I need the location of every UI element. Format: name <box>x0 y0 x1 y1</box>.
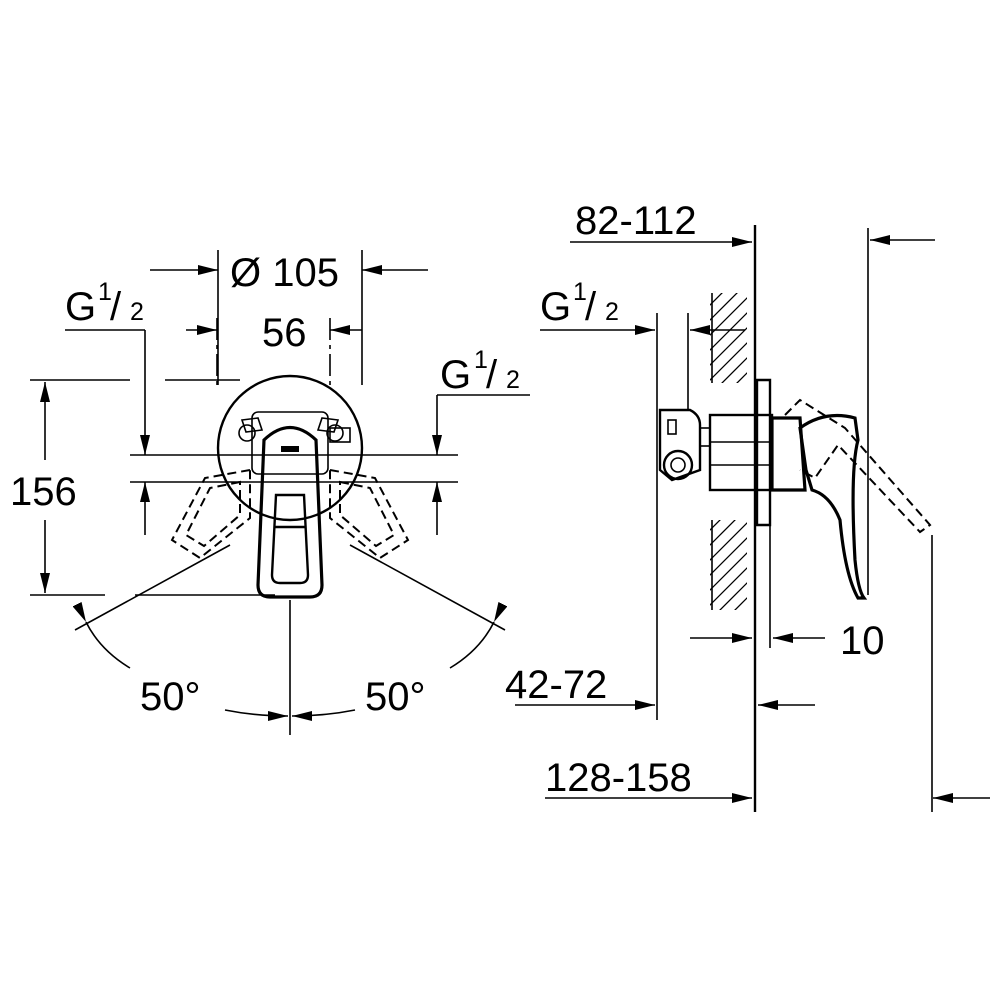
thread-side-callout: G 1 / 2 <box>540 278 745 335</box>
thread-side-den: 2 <box>605 298 619 326</box>
depth-label: 42-72 <box>505 663 607 707</box>
wall-thickness-label: 10 <box>840 619 885 663</box>
handle-rotated-right <box>329 468 410 560</box>
height-label: 156 <box>10 470 77 514</box>
thread-side-base: G <box>540 285 571 329</box>
svg-text:/: / <box>486 353 498 397</box>
lever-handle <box>256 426 324 599</box>
svg-text:/: / <box>585 285 597 329</box>
handle-rotated-left <box>170 468 251 560</box>
svg-text:/: / <box>110 285 122 329</box>
top-dimension-label: 82-112 <box>575 199 697 243</box>
thread-left-num: 1 <box>98 278 112 306</box>
angle-right-dimension: 50° <box>291 601 508 721</box>
thread-left-base: G <box>65 285 96 329</box>
thread-right-den: 2 <box>506 366 520 394</box>
angle-right-label: 50° <box>365 675 426 719</box>
total-depth-dimension: 128-158 <box>545 535 990 812</box>
lever-side <box>770 414 868 600</box>
front-view: Ø 105 56 G 1 / 2 G 1 / 2 <box>10 250 530 735</box>
diameter-label: Ø 105 <box>230 251 339 295</box>
thread-right-num: 1 <box>474 346 488 374</box>
depth-dimension: 42-72 <box>505 663 815 710</box>
diameter-dimension: Ø 105 <box>150 250 428 385</box>
wall-hatch-upper <box>710 293 747 383</box>
escutcheon-side <box>755 378 772 527</box>
height-dimension: 156 <box>10 379 275 596</box>
thread-right-callout: G 1 / 2 <box>432 346 530 535</box>
escutcheon-plate <box>216 374 364 522</box>
side-view: 82-112 G 1 / 2 <box>505 199 990 812</box>
thread-left-den: 2 <box>130 298 144 326</box>
angle-left-label: 50° <box>140 675 201 719</box>
valve-body <box>658 408 774 492</box>
top-dimension: 82-112 <box>570 199 935 595</box>
width-dimension: 56 <box>186 311 362 385</box>
thread-left-callout: G 1 / 2 <box>65 278 150 535</box>
wall-thickness-dimension: 10 <box>690 525 885 663</box>
wall-hatch-lower <box>710 520 747 610</box>
total-depth-label: 128-158 <box>545 756 692 800</box>
thread-side-num: 1 <box>573 278 587 306</box>
cartridge-body <box>238 411 351 475</box>
width-label: 56 <box>262 311 307 355</box>
thread-right-base: G <box>440 353 471 397</box>
angle-left-dimension: 50° <box>72 601 289 721</box>
lever-raised <box>784 398 932 534</box>
